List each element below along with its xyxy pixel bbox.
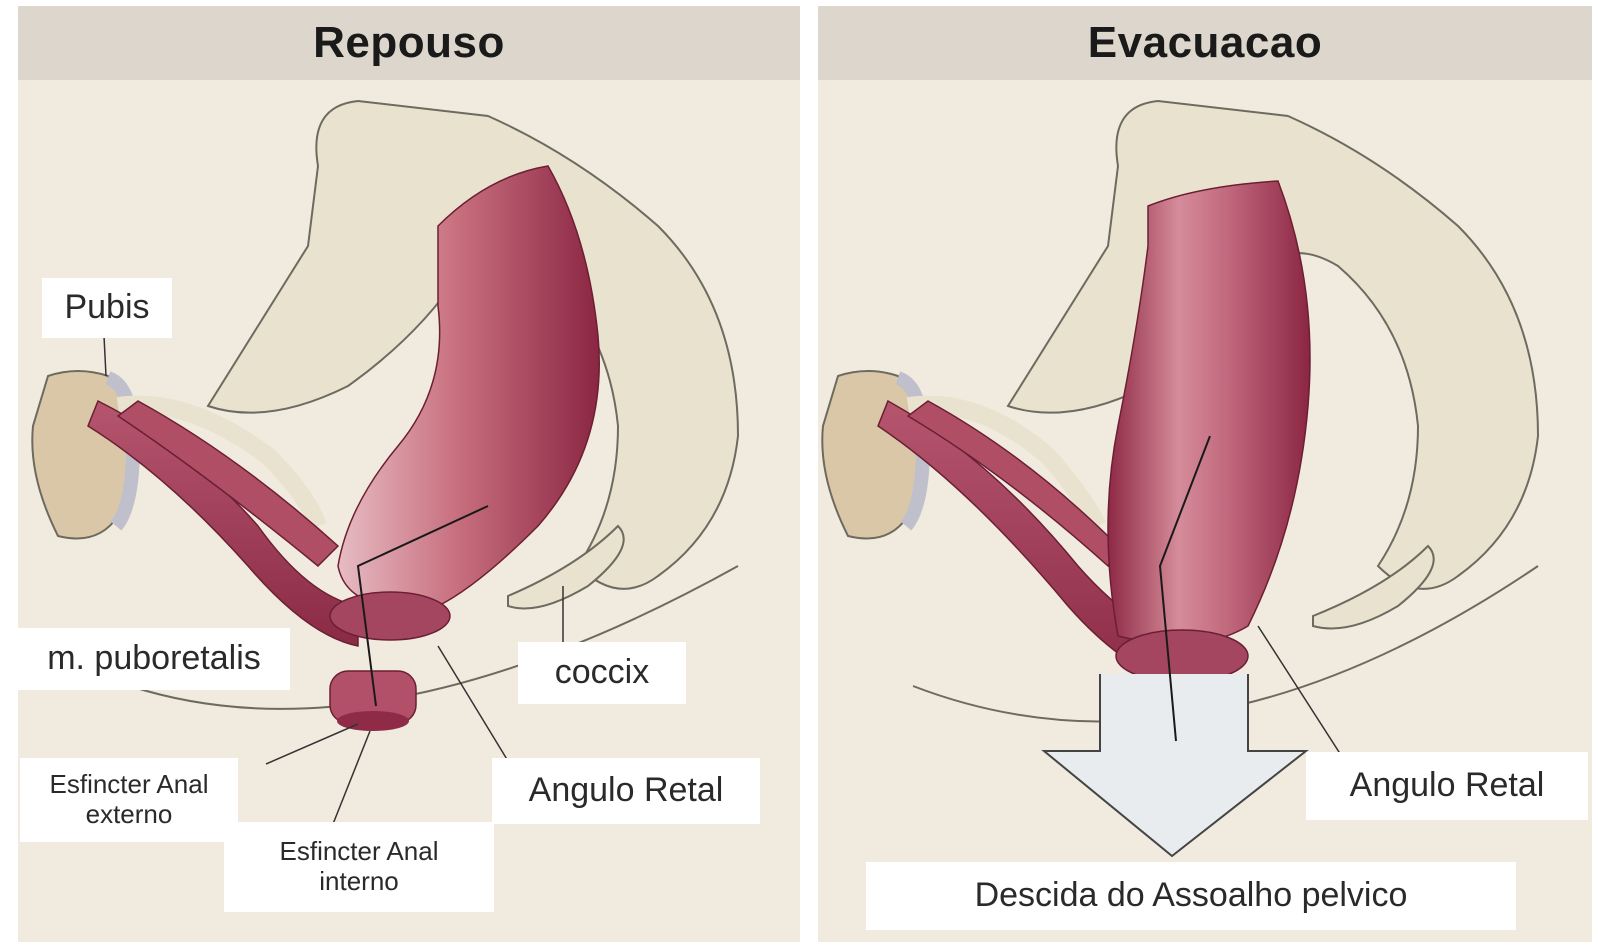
label-esfincter-externo: Esfincter Anal externo xyxy=(20,758,238,842)
esfincter-externo-line1: Esfincter Anal xyxy=(50,770,209,800)
panel-evacuacao: Evacuacao Angulo Retal Descida do Assoal… xyxy=(818,6,1592,942)
coccyx-bone xyxy=(1313,546,1434,629)
descent-arrow xyxy=(1044,674,1306,856)
label-pubis: Pubis xyxy=(42,278,172,338)
label-angulo-retal: Angulo Retal xyxy=(492,758,760,824)
panel-title: Repouso xyxy=(18,6,800,80)
label-puborectalis: m. puboretalis xyxy=(18,628,290,690)
panel-repouso: Repouso Pubis m. puboretalis coccix Angu… xyxy=(18,6,800,942)
esfincter-interno-line2: interno xyxy=(319,867,399,897)
label-esfincter-interno: Esfincter Anal interno xyxy=(224,822,494,912)
esfincter-externo-line2: externo xyxy=(86,800,173,830)
label-coccix: coccix xyxy=(518,642,686,704)
panel-title: Evacuacao xyxy=(818,6,1592,80)
label-angulo-retal: Angulo Retal xyxy=(1306,752,1588,820)
label-descida-assoalho: Descida do Assoalho pelvico xyxy=(866,862,1516,930)
esfincter-interno-line1: Esfincter Anal xyxy=(280,837,439,867)
